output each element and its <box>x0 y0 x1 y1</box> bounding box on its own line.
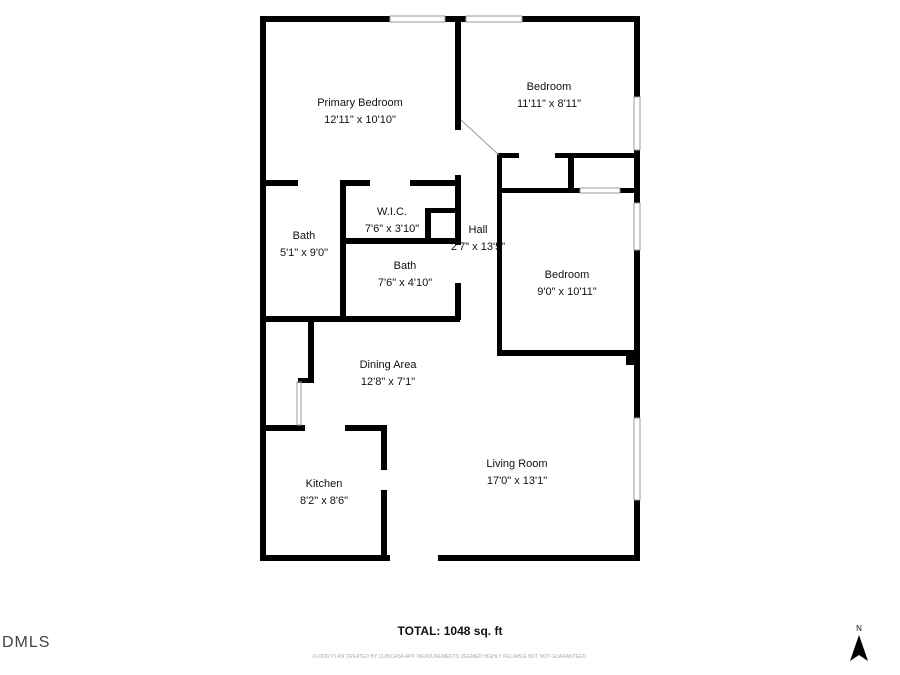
wall <box>497 153 519 158</box>
wall <box>634 150 640 203</box>
room-name: Bath <box>292 230 316 242</box>
wall <box>260 555 390 561</box>
room-bedroom-1: Bedroom 11'11" x 8'11" <box>517 79 581 113</box>
wall <box>381 490 387 560</box>
room-dims: 2'7" x 13'5" <box>450 241 506 253</box>
wall <box>634 500 640 561</box>
wall <box>260 16 266 561</box>
wall <box>410 180 460 186</box>
room-kitchen: Kitchen 8'2" x 8'6" <box>300 476 348 510</box>
logo: DMLS <box>2 634 51 651</box>
wall <box>425 208 431 240</box>
room-dims: 12'11" x 10'10" <box>324 114 396 126</box>
wall <box>425 208 458 213</box>
room-bedroom-2: Bedroom 9'0" x 10'11" <box>537 267 597 301</box>
wall <box>626 350 634 365</box>
wall <box>308 316 314 382</box>
room-name: Living Room <box>486 458 548 470</box>
room-dims: 12'8" x 7'1" <box>360 376 416 388</box>
room-bath-1: Bath 5'1" x 9'0" <box>280 228 328 262</box>
wall <box>634 250 640 418</box>
room-name: Hall <box>468 224 488 236</box>
room-bath-2: Bath 7'6" x 4'10" <box>378 258 432 292</box>
room-living-room: Living Room 17'0" x 13'1" <box>486 456 547 490</box>
room-primary-bedroom: Primary Bedroom 12'11" x 10'10" <box>317 95 403 129</box>
north-arrow-icon: N <box>848 624 870 668</box>
wall <box>555 153 640 158</box>
room-name: Dining Area <box>359 359 417 371</box>
room-dims: 17'0" x 13'1" <box>486 475 548 487</box>
room-dining-area: Dining Area 12'8" x 7'1" <box>360 357 417 391</box>
disclaimer: FLOOR PLAN CREATED BY CUBICASA APP. MEAS… <box>312 654 588 660</box>
room-dims: 9'0" x 10'11" <box>537 286 597 298</box>
wall <box>497 153 502 193</box>
room-name: W.I.C. <box>377 206 407 218</box>
wall <box>260 425 305 431</box>
wall <box>522 16 640 22</box>
wall <box>298 378 314 383</box>
wall <box>497 188 580 193</box>
north-label: N <box>856 624 862 633</box>
room-name: Primary Bedroom <box>317 97 403 109</box>
wall <box>568 153 574 193</box>
walls <box>260 16 640 561</box>
wall <box>438 555 640 561</box>
room-dims: 5'1" x 9'0" <box>279 247 329 259</box>
room-wic: W.I.C. 7'6" x 3'10" <box>365 204 419 238</box>
wall <box>260 16 390 22</box>
wall <box>497 350 634 356</box>
wall <box>345 425 387 431</box>
room-name: Bath <box>393 260 417 272</box>
wall <box>455 283 461 320</box>
wall <box>455 16 461 130</box>
room-dims: 11'11" x 8'11" <box>517 98 581 110</box>
room-dims: 8'2" x 8'6" <box>299 495 349 507</box>
wall <box>340 238 460 244</box>
wall <box>260 316 460 322</box>
windows <box>296 15 641 501</box>
wall <box>381 425 387 470</box>
wall <box>497 193 502 355</box>
room-hall: Hall 2'7" x 13'5" <box>451 222 505 256</box>
wall <box>340 180 346 320</box>
room-dims: 7'6" x 3'10" <box>364 223 420 235</box>
wall <box>620 188 634 193</box>
total-area: TOTAL: 1048 sq. ft <box>397 624 503 638</box>
room-name: Bedroom <box>526 81 572 93</box>
room-dims: 7'6" x 4'10" <box>377 277 433 289</box>
room-name: Bedroom <box>544 269 590 281</box>
wall <box>260 180 298 186</box>
wall <box>340 180 370 186</box>
wall <box>634 16 640 97</box>
room-name: Kitchen <box>305 478 343 490</box>
